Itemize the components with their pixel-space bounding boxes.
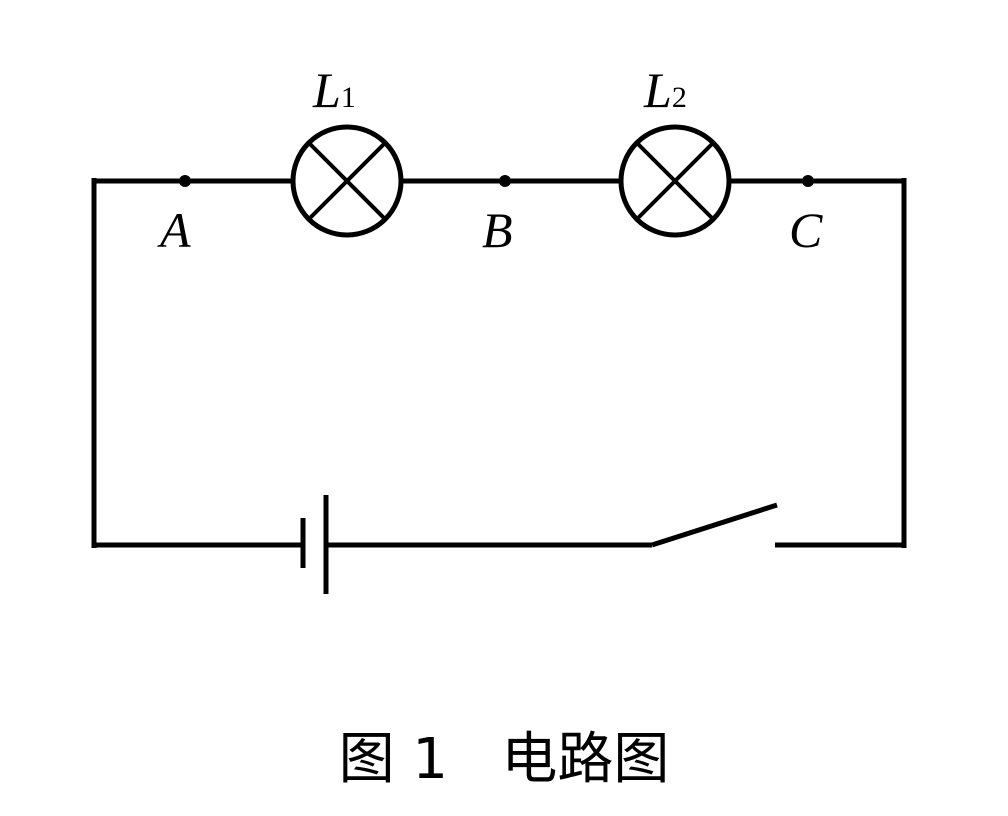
lamp-l1 xyxy=(290,124,404,238)
battery-symbol xyxy=(300,495,329,594)
figure-number: 图 1 xyxy=(338,727,449,792)
node-dot-b xyxy=(499,175,511,187)
lamp-l2-subscript: 2 xyxy=(672,81,687,114)
point-b-label: B xyxy=(482,202,513,258)
lamp-l2-label: L2 xyxy=(643,62,687,118)
figure-title: 电路图 xyxy=(501,727,670,792)
node-dot-a xyxy=(179,175,191,187)
lamp-l1-label: L1 xyxy=(312,62,356,118)
node-dot-c xyxy=(802,175,814,187)
lamp-l2 xyxy=(618,124,732,238)
figure-caption: 图 1 电路图 xyxy=(0,720,1008,800)
lamp-l1-letter: L xyxy=(312,62,341,118)
point-a-label: A xyxy=(157,202,191,258)
lamp-l2-letter: L xyxy=(643,62,672,118)
switch-lever xyxy=(651,502,778,548)
lamp-l2-cross-b xyxy=(635,141,715,221)
lamp-l1-subscript: 1 xyxy=(341,81,356,114)
point-c-label: C xyxy=(789,202,823,258)
lamp-l1-cross-b xyxy=(307,141,387,221)
